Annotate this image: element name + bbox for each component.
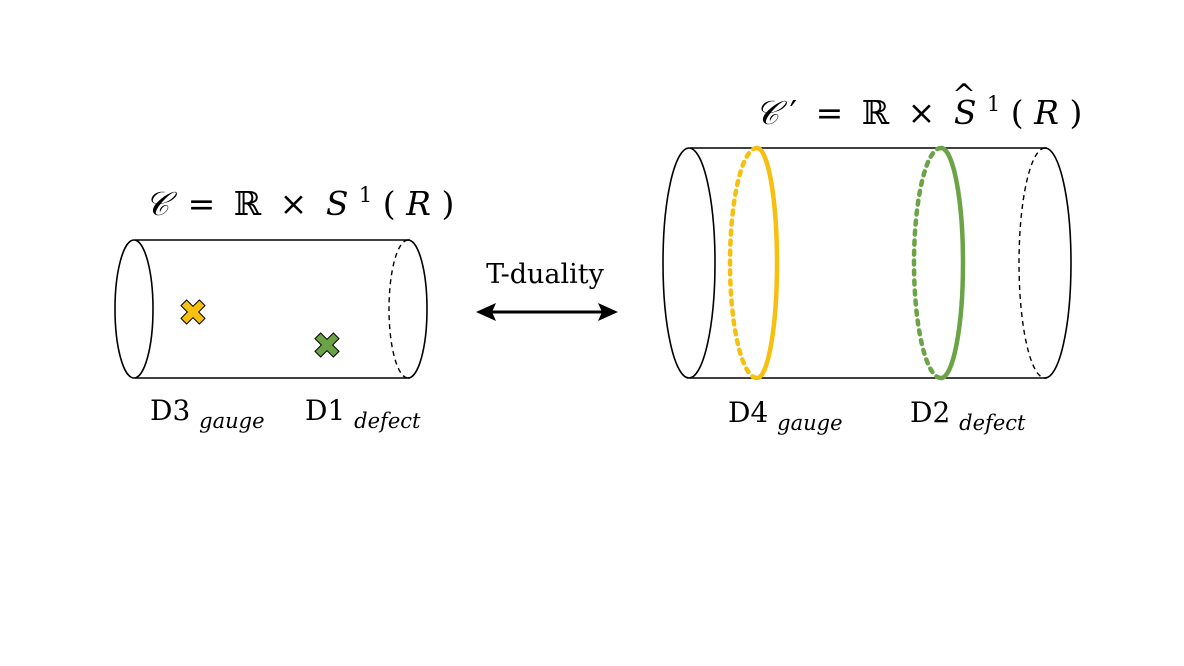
d1-cross-icon	[314, 332, 340, 358]
left-cylinder-back-cap-visible	[407, 239, 428, 379]
left-space-label: 𝒞 = ℝ × S 1 ( R )	[145, 171, 454, 223]
right-cylinder	[662, 147, 1072, 379]
d1-defect-label: D1 defect	[305, 394, 421, 433]
d4-gauge-label: D4 gauge	[728, 396, 843, 435]
left-cylinder	[114, 239, 428, 379]
double-arrow-icon	[476, 303, 618, 321]
left-cylinder-front-cap	[114, 239, 154, 379]
d4-gauge-ring	[727, 145, 780, 381]
t-duality-label: T-duality	[486, 259, 605, 290]
d3-cross-icon	[180, 299, 206, 325]
d3-gauge-label: D3 gauge	[150, 394, 265, 433]
right-space-label: 𝒞 ′ = ℝ × S 1 ( R )	[755, 80, 1082, 132]
right-cylinder-back-cap-hidden	[1018, 147, 1046, 379]
d2-defect-label: D2 defect	[910, 396, 1026, 435]
r-hat-accent: ^	[952, 78, 975, 111]
right-cylinder-front-cap	[662, 147, 716, 379]
right-cylinder-back-cap-visible	[1044, 147, 1072, 379]
left-cylinder-back-cap-hidden	[388, 239, 409, 379]
d2-defect-ring	[911, 145, 966, 381]
